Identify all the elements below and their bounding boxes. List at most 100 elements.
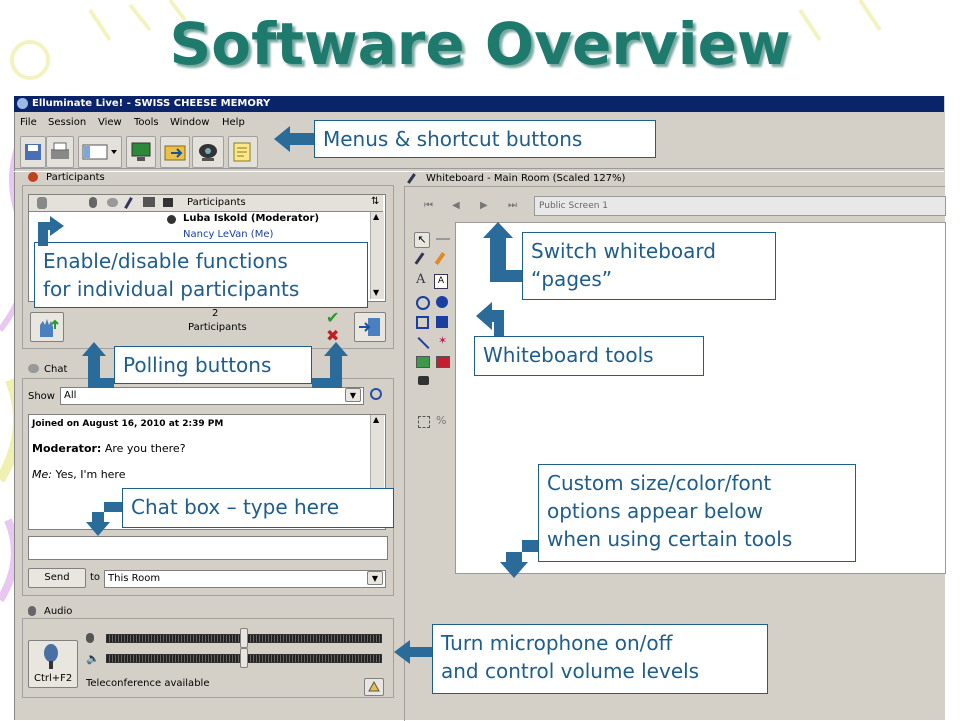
scroll-up-icon[interactable]: ▲	[373, 415, 380, 424]
screenshot-tool-icon[interactable]	[418, 376, 429, 385]
microphone-arrow-icon	[394, 640, 432, 664]
sort-icon[interactable]: ⇅	[371, 196, 380, 207]
yes-check-icon[interactable]: ✔	[326, 308, 340, 327]
load-button[interactable]	[160, 136, 190, 168]
menu-view[interactable]: View	[98, 117, 122, 128]
enable-functions-line-1: Enable/disable functions	[43, 249, 288, 273]
audio-settings-button[interactable]	[364, 678, 384, 696]
mic-volume-thumb[interactable]	[240, 628, 248, 648]
recipient-select[interactable]: This Room ▼	[104, 570, 386, 588]
text-tool-icon[interactable]: A	[416, 272, 426, 287]
recipient-value: This Room	[108, 573, 161, 584]
send-label: Send	[44, 572, 70, 583]
chat-text: Are you there?	[101, 442, 186, 455]
to-label: to	[90, 572, 101, 583]
whiteboard-panel-header: Whiteboard - Main Room (Scaled 127%)	[404, 173, 944, 185]
menu-help[interactable]: Help	[222, 117, 245, 128]
speaker-volume-thumb[interactable]	[240, 648, 248, 668]
enable-functions-arrow-icon	[38, 216, 64, 246]
raise-hand-button[interactable]	[30, 312, 64, 342]
webcam-icon	[199, 144, 217, 161]
menu-session[interactable]: Session	[48, 117, 87, 128]
image-tool-icon[interactable]	[416, 356, 430, 368]
chat-panel-header: Chat	[22, 364, 392, 376]
participant-row[interactable]: Nancy LeVan (Me)	[29, 228, 369, 243]
select-area-tool-icon[interactable]	[418, 416, 430, 428]
microphone-callout: Turn microphone on/off and control volum…	[432, 624, 768, 694]
filled-circle-tool-icon[interactable]	[436, 296, 448, 308]
whiteboard-tools-callout-text: Whiteboard tools	[483, 343, 654, 367]
line-arrow-tool-icon[interactable]	[436, 238, 450, 240]
save-button[interactable]	[20, 136, 46, 168]
participants-scrollbar[interactable]: ▲ ▼	[370, 212, 384, 299]
menu-window[interactable]: Window	[170, 117, 210, 128]
talk-button-label: Ctrl+F2	[34, 673, 73, 684]
first-page-icon[interactable]: ⏮	[424, 200, 433, 211]
audio-frame	[22, 618, 394, 698]
switch-pages-callout: Switch whiteboard “pages”	[522, 232, 776, 300]
circle-tool-icon[interactable]	[416, 296, 430, 310]
next-page-icon[interactable]: ▶	[480, 200, 488, 211]
toolbar-divider	[14, 168, 944, 172]
polling-left-arrow-icon	[82, 342, 114, 388]
enable-functions-callout: Enable/disable functions for individual …	[34, 242, 368, 308]
scroll-down-icon[interactable]: ▼	[373, 288, 380, 297]
talk-button[interactable]: Ctrl+F2	[28, 640, 78, 688]
magic-wand-tool-icon[interactable]: ✶	[438, 334, 448, 347]
participants-column-header[interactable]: Participants	[187, 197, 246, 208]
zoom-tool-icon[interactable]: %	[436, 414, 447, 427]
send-button[interactable]: Send	[28, 568, 86, 588]
clipart-tool-icon[interactable]	[436, 356, 450, 368]
chat-input[interactable]	[28, 536, 388, 560]
notes-button[interactable]	[228, 136, 258, 168]
microphone-line-2: and control volume levels	[441, 659, 700, 683]
scroll-up-icon[interactable]: ▲	[373, 212, 380, 221]
participants-icon	[28, 172, 38, 182]
chevron-down-icon[interactable]: ▼	[367, 571, 383, 585]
whiteboard-tools-callout: Whiteboard tools	[474, 336, 704, 376]
show-filter-select[interactable]: All ▼	[60, 387, 364, 405]
desktop-share-button[interactable]	[126, 136, 156, 168]
audio-status: Teleconference available	[86, 678, 210, 689]
menus-arrow-icon	[274, 126, 314, 152]
participants-column-headers: Participants ⇅	[29, 195, 383, 212]
no-x-icon[interactable]: ✖	[326, 326, 340, 345]
filled-rectangle-tool-icon[interactable]	[436, 316, 448, 328]
layout-button[interactable]	[78, 136, 122, 168]
show-label: Show	[28, 391, 55, 402]
participant-row[interactable]: Luba Iskold (Moderator)	[29, 212, 369, 227]
moderator-icon	[167, 215, 176, 224]
participant-name: Luba Iskold (Moderator)	[183, 213, 320, 224]
polling-right-arrow-icon	[312, 342, 348, 388]
clock-icon[interactable]	[370, 388, 382, 400]
chat-box-callout-text: Chat box – type here	[131, 495, 340, 519]
video-column-icon	[163, 198, 173, 207]
last-page-icon[interactable]: ⏭	[508, 200, 517, 211]
participants-panel-header: Participants	[22, 172, 394, 184]
custom-options-line-3: when using certain tools	[547, 527, 793, 551]
screen-name-value: Public Screen 1	[539, 201, 609, 211]
chat-message: Me: Yes, I'm here	[32, 468, 125, 481]
hand-column-icon	[37, 197, 47, 209]
menu-tools[interactable]: Tools	[134, 117, 159, 128]
pointer-tool-icon[interactable]: ↖	[414, 232, 430, 248]
menu-file[interactable]: File	[20, 117, 37, 128]
screen-name-field[interactable]: Public Screen 1	[534, 196, 946, 216]
chevron-down-icon[interactable]: ▼	[345, 388, 361, 402]
video-button[interactable]	[192, 136, 224, 168]
custom-options-arrow-icon	[500, 540, 538, 578]
text-box-tool-icon[interactable]: A	[434, 274, 448, 289]
exit-button[interactable]	[354, 312, 386, 342]
prev-page-icon[interactable]: ◀	[452, 200, 460, 211]
slide-title: Software Overview	[169, 10, 791, 78]
custom-options-callout: Custom size/color/font options appear be…	[538, 464, 856, 562]
menu-bar: File Session View Tools Window Help	[14, 114, 944, 132]
participant-name: Nancy LeVan (Me)	[183, 229, 274, 240]
participants-panel-title: Participants	[46, 172, 105, 183]
rectangle-tool-icon[interactable]	[416, 316, 429, 329]
chat-column-icon	[107, 198, 118, 207]
print-button[interactable]	[46, 136, 74, 168]
mic-column-icon	[89, 197, 97, 208]
speaker-volume-icon: 🔈	[86, 652, 100, 665]
